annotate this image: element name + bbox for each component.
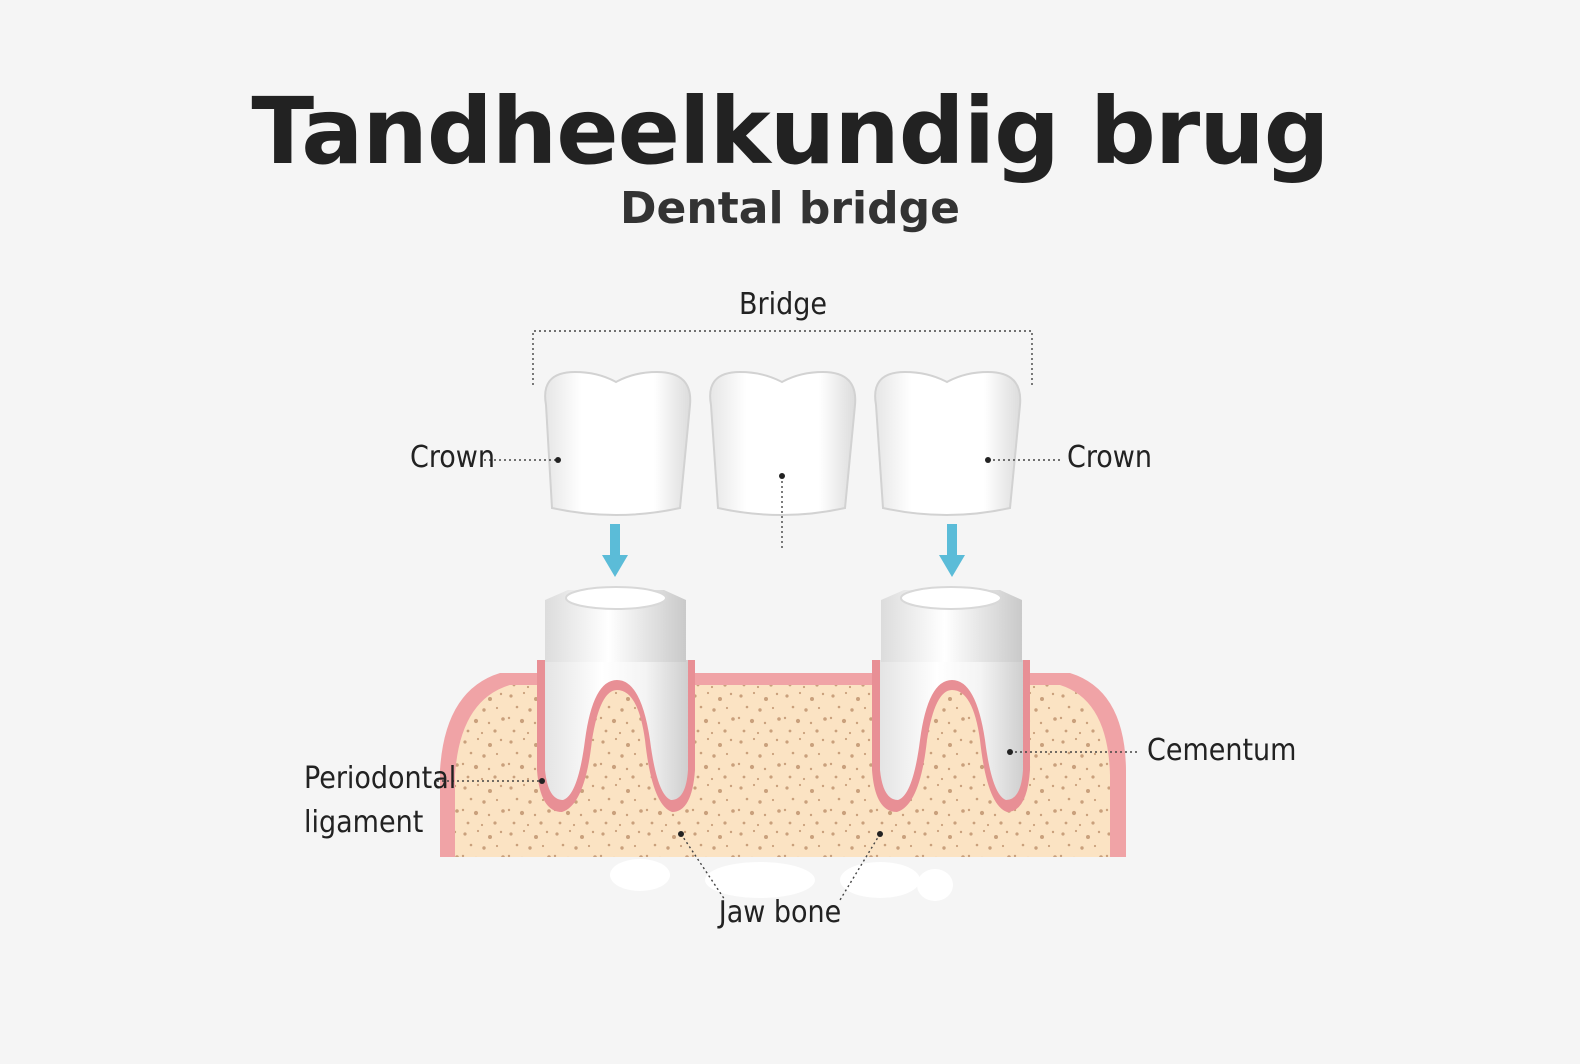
- label-crown-right: Crown: [1067, 440, 1152, 475]
- left-abutment-tooth: [537, 586, 695, 812]
- right-abutment-tooth: [872, 586, 1030, 812]
- bone-shadow: [610, 859, 953, 901]
- page-subtitle: Dental bridge: [620, 183, 960, 234]
- label-jaw-bone: Jaw bone: [717, 895, 842, 930]
- crown-left: [544, 370, 692, 516]
- label-cementum: Cementum: [1147, 733, 1296, 768]
- label-periodontal-line1: Periodontal: [304, 761, 456, 796]
- crown-right: [874, 370, 1022, 516]
- jaw-bone-block: [455, 685, 1110, 857]
- leader-dots: [539, 457, 1013, 837]
- label-periodontal-line2: ligament: [304, 805, 423, 840]
- down-arrows: [602, 524, 965, 577]
- leader-lines: [437, 330, 1140, 901]
- page-title: Tandheelkundig brug: [251, 78, 1329, 185]
- label-crown-left: Crown: [410, 440, 495, 475]
- arrow-down-right-icon: [939, 524, 965, 577]
- label-bridge: Bridge: [739, 287, 827, 322]
- arrow-down-left-icon: [602, 524, 628, 577]
- bridge-crowns: [544, 370, 1022, 516]
- crown-middle: [709, 370, 857, 516]
